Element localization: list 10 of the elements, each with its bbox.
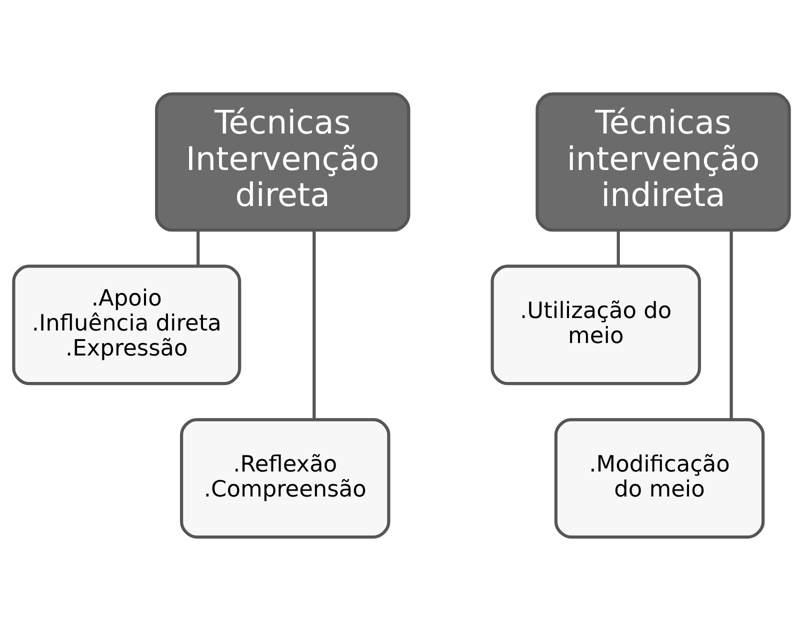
node-box: Técnicas intervenção indireta [536,92,791,232]
node-box: .Utilização do meio [490,264,701,385]
connector [730,230,733,419]
node-box: Técnicas Intervenção direta [155,92,410,232]
node-box: .Apoio .Influência direta .Expressão [12,264,242,385]
node-box: .Modificação do meio [554,418,765,538]
connector [312,230,316,419]
node-box: .Reflexão .Compreensão [180,418,390,538]
connector [196,230,200,266]
connector [616,230,620,266]
